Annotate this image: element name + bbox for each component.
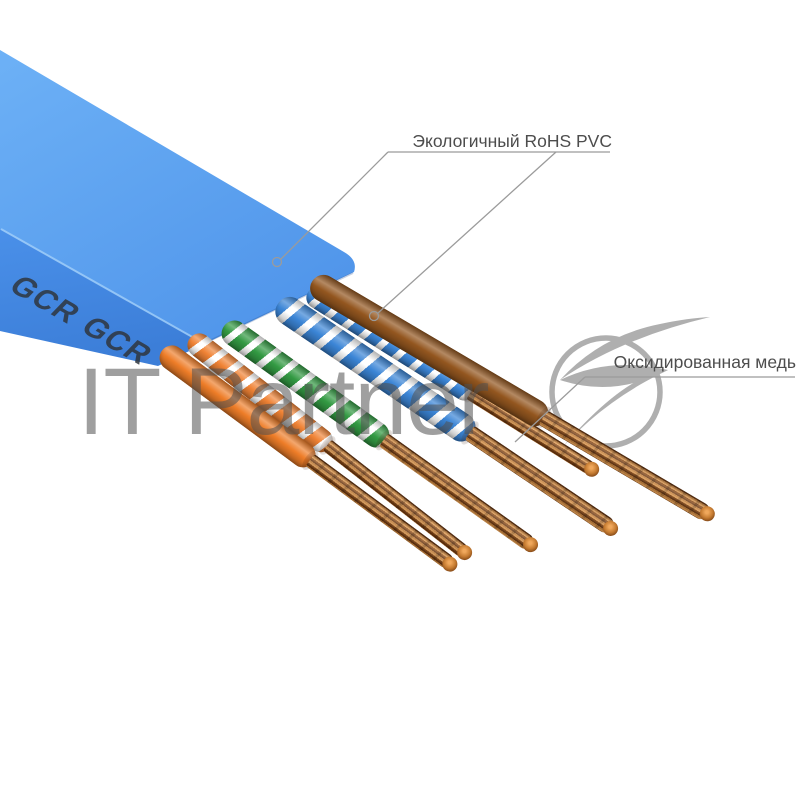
watermark-text: IT Partner bbox=[78, 349, 490, 455]
cable-top-face bbox=[0, 50, 355, 344]
callout-ring-on-jacket bbox=[271, 256, 283, 268]
leader-line-to-wire-insulation bbox=[377, 151, 557, 314]
logo-swoosh-core bbox=[560, 364, 668, 388]
copper-material-label: Оксидированная медь bbox=[613, 352, 796, 372]
jacket-material-label: Экологичный RoHS PVC bbox=[412, 131, 612, 151]
cable-front-face bbox=[0, 229, 204, 366]
leader-line-to-copper bbox=[514, 376, 586, 443]
leader-line-to-jacket bbox=[280, 151, 389, 260]
callout-ring-on-wire bbox=[368, 310, 380, 322]
cable-edge-highlight bbox=[0, 228, 204, 344]
